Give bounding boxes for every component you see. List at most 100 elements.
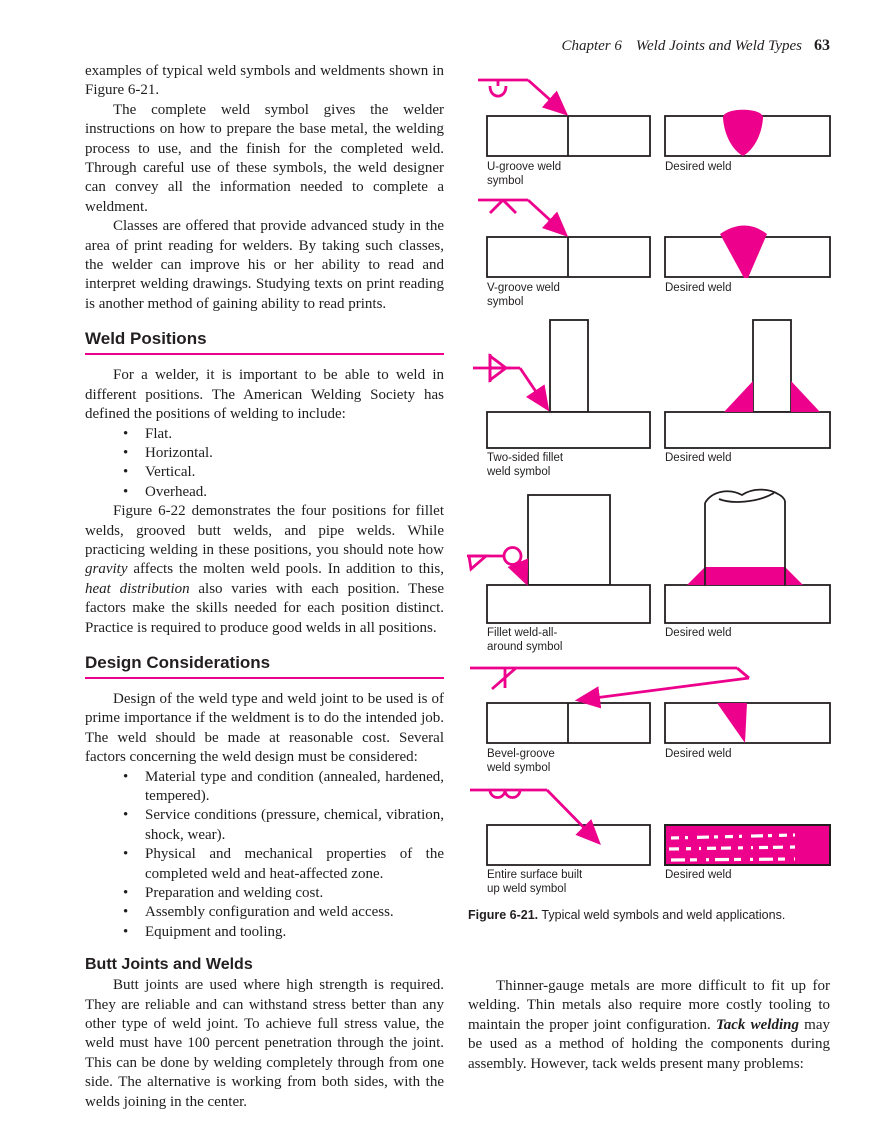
v-groove-row-drawing — [478, 198, 831, 278]
bevel-groove-row-drawing — [470, 666, 831, 744]
caption-text: Typical weld symbols and weld applicatio… — [538, 908, 786, 922]
all-around-weld-bead — [687, 567, 803, 585]
plate — [486, 824, 651, 866]
base-plate — [664, 584, 831, 624]
page-number: 63 — [814, 37, 830, 54]
paragraph: examples of typical weld symbols and wel… — [85, 63, 444, 99]
arrow-line — [518, 367, 550, 412]
list-item: Vertical. — [85, 463, 444, 483]
paragraph: For a welder, it is important to be able… — [85, 367, 444, 423]
built-up-surface-row-drawing — [470, 788, 831, 866]
design-considerations-list: Material type and condition (annealed, h… — [85, 768, 444, 943]
section-heading-weld-positions: Weld Positions — [85, 329, 444, 356]
weld-surface-border — [664, 824, 831, 866]
butt-plate — [664, 702, 831, 744]
list-item: Material type and condition (annealed, h… — [85, 768, 444, 807]
arrow-line — [527, 198, 569, 237]
section-title: Weld Joints and Weld Types — [635, 38, 802, 54]
label-line: up weld symbol — [487, 882, 567, 895]
label-line: V-groove weld — [487, 282, 560, 294]
figure-row-label: Fillet weld-all- around symbol — [487, 627, 562, 654]
paragraph: Thinner-gauge metals are more difficult … — [468, 977, 830, 1074]
cylinder-top-fold — [718, 492, 775, 503]
surfacing-symbol-icon — [488, 789, 522, 799]
u-groove-symbol-icon — [488, 85, 508, 98]
label-line: weld symbol — [487, 465, 551, 478]
v-groove-symbol-icon — [502, 199, 517, 214]
list-item: Preparation and welding cost. — [85, 884, 444, 904]
v-groove-weld-bead — [720, 225, 767, 278]
arrow-break — [736, 666, 750, 680]
arrow-line — [507, 558, 529, 586]
label-line: weld symbol — [487, 761, 551, 774]
figure-row-label: U-groove weld symbol — [487, 161, 561, 188]
bevel-weld-bead — [717, 703, 747, 743]
paragraph: Figure 6-22 demonstrates the four positi… — [85, 502, 444, 638]
list-item: Service conditions (pressure, chemical, … — [85, 806, 444, 845]
label-line: Bevel-groove — [487, 748, 555, 760]
fillet-weld-bead — [791, 381, 820, 412]
text-run: also varies with each position. These fa… — [85, 580, 444, 636]
bevel-symbol-icon — [491, 666, 517, 691]
desired-weld-label: Desired weld — [665, 627, 732, 639]
cylinder-top-curve — [704, 488, 786, 504]
weld-all-around-circle-icon — [502, 546, 523, 566]
list-item: Assembly configuration and weld access. — [85, 903, 444, 923]
fillet-weld-bead — [724, 381, 753, 412]
figure-row-label: V-groove weld symbol — [487, 282, 560, 309]
label-line: around symbol — [487, 640, 563, 653]
two-sided-fillet-row-drawing — [473, 319, 831, 449]
running-head: Chapter 6 Weld Joints and Weld Types 63 — [561, 37, 830, 55]
label-line: U-groove weld — [487, 161, 562, 173]
label-line: Two-sided fillet — [487, 452, 564, 464]
paragraph: The complete weld symbol gives the welde… — [85, 101, 444, 215]
figure-caption: Figure 6-21. Typical weld symbols and we… — [468, 907, 832, 923]
subheading-butt-joints: Butt Joints and Welds — [85, 956, 253, 974]
arrow-line — [546, 789, 601, 845]
paragraph: Classes are offered that provide advance… — [85, 218, 444, 312]
fillet-symbol-icon — [467, 554, 490, 572]
list-item: Physical and mechanical properties of th… — [85, 845, 444, 884]
list-item: Equipment and tooling. — [85, 923, 444, 943]
desired-weld-label: Desired weld — [665, 869, 732, 881]
v-groove-symbol-icon — [489, 199, 504, 214]
list-item: Overhead. — [85, 483, 444, 503]
text-run: may be used as a method of holding the c… — [468, 1016, 830, 1072]
desired-weld-label: Desired weld — [665, 161, 732, 173]
weld-texture — [668, 845, 797, 851]
paragraph: Design of the weld type and weld joint t… — [85, 690, 444, 766]
arrow-line — [574, 676, 750, 709]
label-line: symbol — [487, 174, 524, 187]
text-run: Thinner-gauge metals are more difficult … — [468, 978, 830, 1033]
weld-positions-list: Flat. Horizontal. Vertical. Overhead. — [85, 425, 444, 503]
boss-block — [527, 494, 611, 586]
desired-weld-label: Desired weld — [665, 748, 732, 760]
figure-row-label: Bevel-groove weld symbol — [487, 748, 555, 775]
list-item: Flat. — [85, 425, 444, 445]
fillet-symbol-icon — [488, 353, 511, 370]
label-line: Fillet weld-all- — [487, 627, 558, 639]
desired-weld-label: Desired weld — [665, 282, 732, 294]
italic-term: gravity — [85, 561, 128, 578]
desired-weld-label: Desired weld — [665, 452, 732, 464]
weld-texture — [670, 857, 796, 862]
chapter-label: Chapter 6 — [561, 38, 622, 54]
built-up-weld-surface — [664, 824, 831, 866]
figure-row-label: Two-sided fillet weld symbol — [487, 452, 563, 479]
bold-italic-term: Tack welding — [715, 1016, 799, 1033]
base-plate — [664, 411, 831, 449]
base-plate — [486, 584, 651, 624]
arrow-line — [527, 78, 569, 116]
left-column: examples of typical weld symbols and wel… — [85, 62, 444, 1112]
label-line: symbol — [487, 295, 524, 308]
fillet-all-around-row-drawing — [467, 488, 831, 624]
label-line: Entire surface built — [487, 869, 583, 881]
paragraph: Butt joints are used where high strength… — [85, 977, 444, 1110]
u-groove-weld-bead — [722, 109, 764, 156]
figure-row-label: Entire surface built up weld symbol — [487, 869, 582, 896]
figure-number: Figure 6-21. — [468, 908, 539, 922]
vertical-plate — [549, 319, 589, 413]
base-plate — [486, 411, 651, 449]
fillet-symbol-icon — [488, 366, 511, 383]
